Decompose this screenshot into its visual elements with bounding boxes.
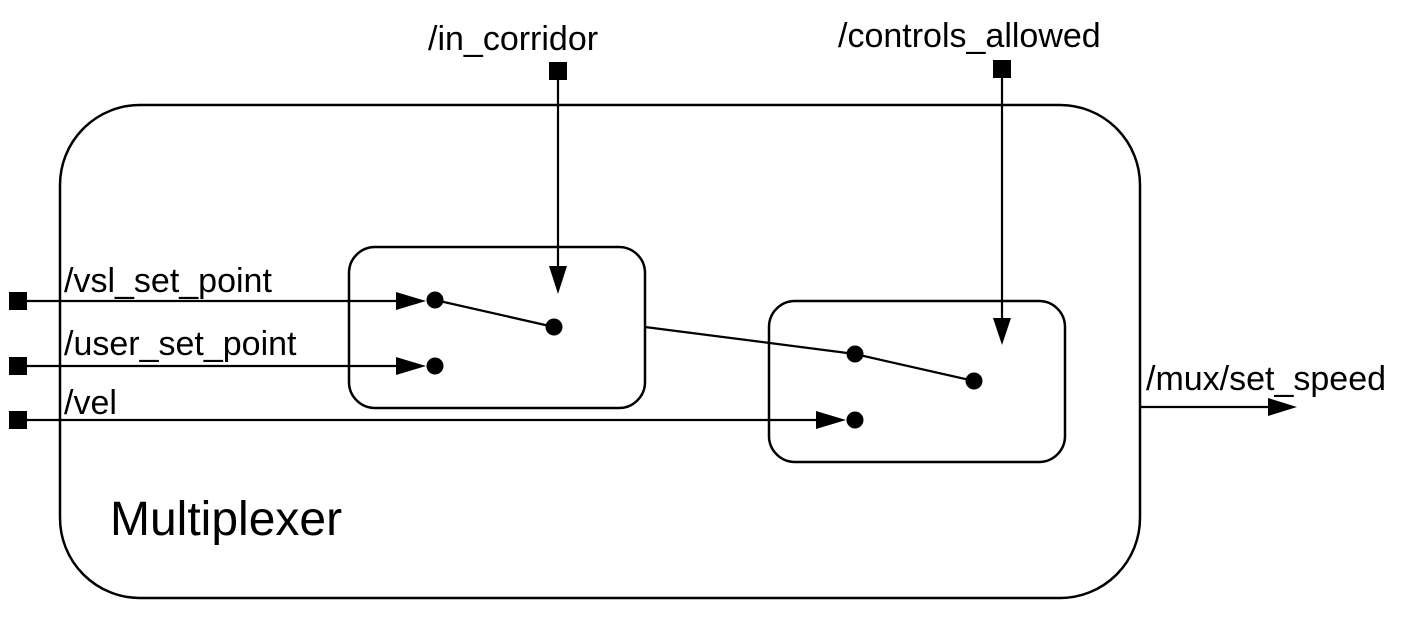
switch-2 xyxy=(846,345,983,429)
input-label-user-set-point: /user_set_point xyxy=(64,325,297,363)
switch-1-contact-b xyxy=(426,357,444,375)
arrowhead xyxy=(993,318,1011,345)
input-user-set-point: /user_set_point xyxy=(9,325,426,375)
output-label-set-speed: /mux/set_speed xyxy=(1146,360,1386,398)
switch-1 xyxy=(426,291,563,375)
input-label-vel: /vel xyxy=(64,384,117,422)
input-vel: /vel xyxy=(9,384,846,429)
switch-box-2 xyxy=(767,299,1067,464)
input-vsl-set-point: /vsl_set_point xyxy=(9,262,426,310)
control-label-in-corridor: /in_corridor xyxy=(428,20,598,58)
arrowhead xyxy=(1268,398,1297,416)
control-in-corridor: /in_corridor xyxy=(428,20,598,294)
control-label-controls-allowed: /controls_allowed xyxy=(838,17,1101,55)
switch-2-contact-b xyxy=(846,411,864,429)
switch-box-1 xyxy=(347,245,647,410)
multiplexer-title: Multiplexer xyxy=(110,493,342,546)
arrowhead xyxy=(396,357,426,375)
output-set-speed: /mux/set_speed xyxy=(1140,360,1386,416)
input-label-vsl-set-point: /vsl_set_point xyxy=(64,262,272,300)
switch-2-lever xyxy=(854,352,975,383)
switch-1-lever xyxy=(434,298,555,329)
control-controls-allowed: /controls_allowed xyxy=(838,17,1101,345)
arrowhead xyxy=(816,411,846,429)
multiplexer-block xyxy=(58,103,1142,600)
arrowhead xyxy=(396,292,426,310)
arrowhead xyxy=(549,266,567,294)
switch-link-wire xyxy=(644,325,856,356)
